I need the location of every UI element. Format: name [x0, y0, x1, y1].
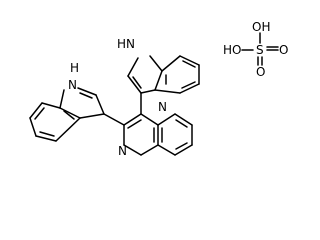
bond: [157, 113, 176, 126]
bond: [55, 117, 81, 142]
o-label-bottom: O: [256, 65, 265, 79]
bond: [35, 135, 57, 142]
s-label: S: [256, 43, 264, 57]
bond: [123, 144, 142, 156]
bond: [127, 75, 142, 94]
bond: [181, 81, 196, 89]
bond: [63, 110, 75, 120]
bond: [132, 76, 142, 89]
bond: [154, 89, 181, 94]
bond-lines: [29, 32, 279, 156]
oh-label-top: OH: [252, 20, 270, 34]
bond: [140, 89, 156, 94]
n-label-quinoxaline-top: N: [158, 100, 167, 114]
bond: [95, 94, 105, 115]
bond: [182, 60, 196, 68]
bond: [123, 113, 142, 126]
bond: [59, 89, 65, 109]
bond: [149, 55, 163, 72]
nh-label-top: HN: [117, 37, 135, 51]
ho-label-left: HO: [223, 43, 241, 57]
bond: [39, 131, 55, 137]
bond: [127, 57, 139, 77]
bond: [59, 107, 81, 119]
h-label-left: H: [70, 61, 79, 75]
bond: [174, 113, 193, 126]
n-label-left: N: [68, 78, 77, 92]
bond: [140, 113, 159, 126]
bond: [79, 113, 105, 119]
o-label-right: O: [279, 43, 288, 57]
bond: [34, 107, 45, 120]
bond: [41, 102, 61, 109]
bond: [175, 119, 188, 128]
bond: [157, 144, 176, 156]
bond: [29, 117, 37, 137]
bond: [179, 83, 200, 94]
bond: [154, 70, 163, 91]
bond: [140, 144, 159, 156]
n-label-quinoxaline-bottom: N: [118, 144, 127, 158]
bond: [127, 119, 142, 129]
bond: [179, 55, 200, 66]
structure-canvas: HN H N N N OH HO S O O: [29, 20, 288, 158]
bond: [79, 92, 93, 99]
bond: [29, 102, 43, 119]
atom-labels: HN H N N N OH HO S O O: [68, 20, 288, 158]
bond: [161, 55, 181, 72]
bond: [103, 113, 125, 126]
bond: [175, 142, 188, 150]
bond: [174, 144, 193, 156]
bond: [77, 87, 97, 96]
